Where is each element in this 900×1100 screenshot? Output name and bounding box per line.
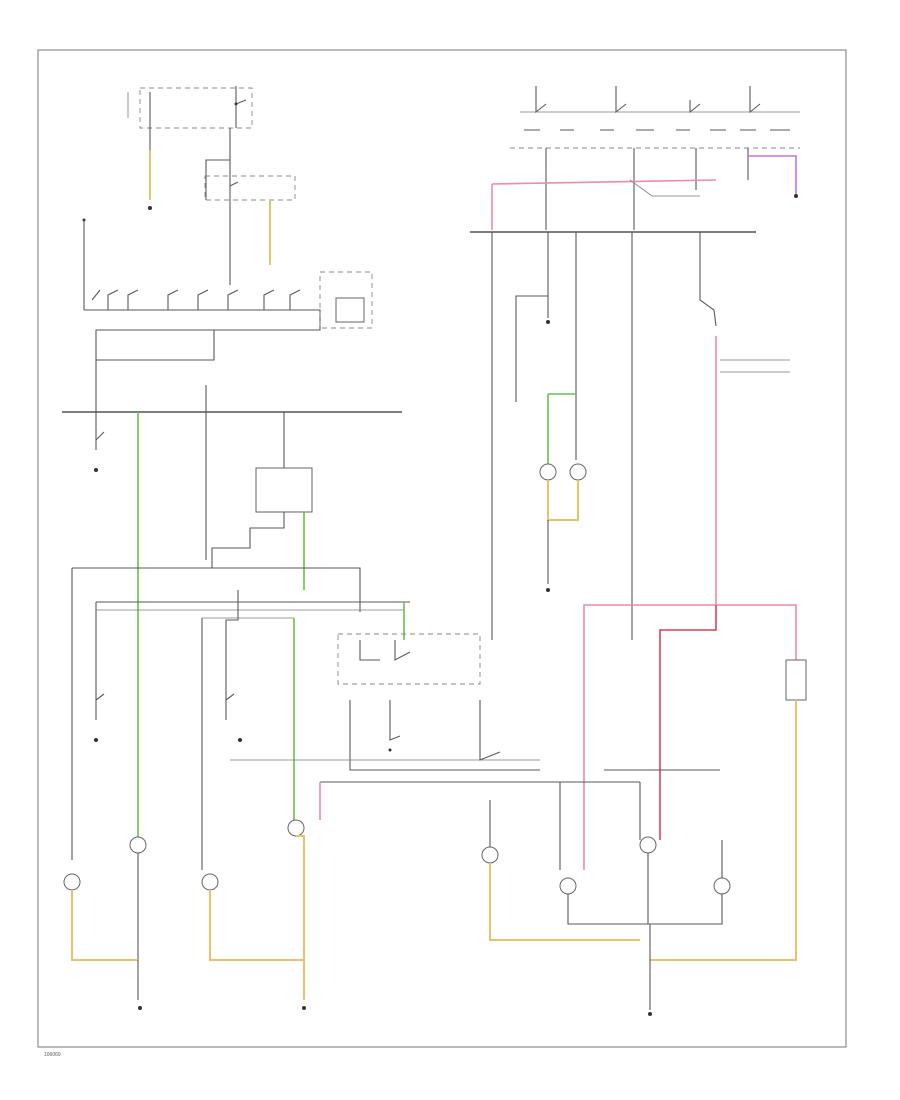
lamp-module-right: [785, 659, 807, 701]
right-lower-circuits: [481, 592, 807, 1016]
bulb-center-1: [201, 873, 219, 891]
yellow-wire-center-ground: [209, 890, 304, 961]
magenta-wire-top-right: [748, 155, 797, 196]
light-switch-row: [83, 271, 373, 412]
switch-module: [335, 297, 365, 323]
fuse-panel-outline: [139, 87, 253, 129]
yellow-wire-right-center: [547, 480, 579, 521]
right-center-bulbs: [539, 393, 587, 592]
bulb-right-3: [639, 836, 657, 854]
left-lower-circuits: [71, 412, 560, 870]
yellow-wire-right-lower: [650, 700, 797, 961]
top-left-fuse-panel: [82, 86, 296, 285]
bulb-left-2: [63, 873, 81, 891]
pink-wire-top-bus: [491, 179, 717, 185]
right-fuse-row: [491, 232, 790, 640]
bulb-center-2: [287, 819, 305, 837]
bulb-right-2: [559, 877, 577, 895]
footer-code: 106069: [44, 1052, 61, 1058]
bulb-right-center-1: [539, 463, 557, 481]
diagram-border: [37, 49, 847, 1048]
bulb-right-4: [713, 877, 731, 895]
pink-wire-lower-loop: [583, 592, 717, 870]
left-bulbs: [63, 819, 306, 1010]
bulb-right-center-2: [569, 463, 587, 481]
yellow-wire-right-ground: [489, 863, 640, 941]
bulb-left-1: [129, 836, 147, 854]
yellow-wire-left-ground: [71, 890, 138, 961]
bulb-right-1: [481, 846, 499, 864]
top-right-fuse-panel: [491, 86, 800, 230]
relay-box-left: [255, 467, 313, 513]
red-wire-lower: [659, 605, 717, 840]
control-module-outline: [337, 633, 481, 685]
